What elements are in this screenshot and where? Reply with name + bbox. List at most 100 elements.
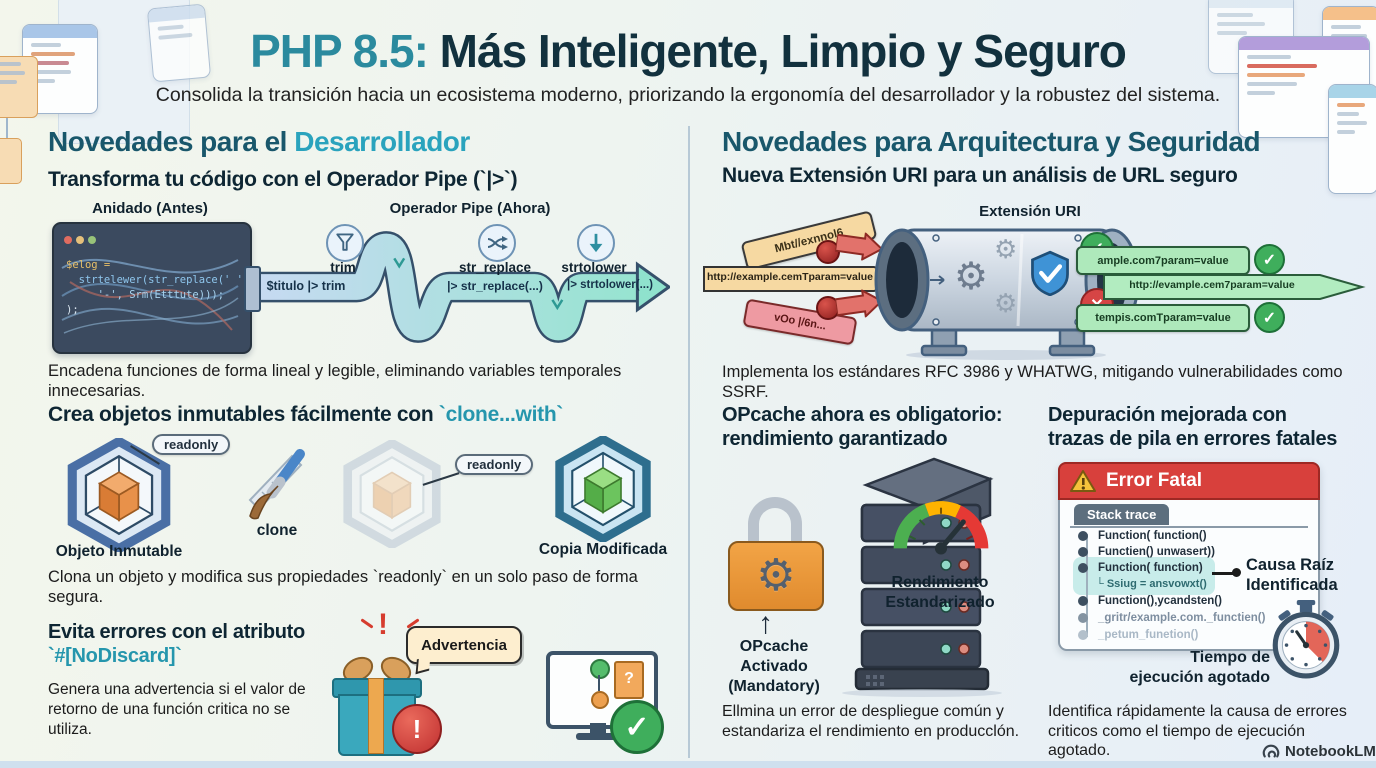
pipe-step-label: strtolower bbox=[561, 260, 627, 275]
deco-note-card bbox=[0, 56, 38, 118]
modified-copy-icon bbox=[555, 436, 651, 542]
lock-label-line: OPcache bbox=[739, 638, 809, 655]
gauge-label-line: Estandarizado bbox=[885, 594, 995, 611]
opcache-title-line1: OPcache ahora es obligatorio: bbox=[722, 404, 1003, 426]
stack-item-text: Functien() unwasert)) bbox=[1098, 546, 1215, 558]
opcache-section-title: OPcache ahora es obligatorio: rendimient… bbox=[722, 403, 1032, 451]
nested-code-text: $elog = strtelewer(str_replace(' ', '-',… bbox=[66, 258, 249, 318]
left-column-heading: Novedades para el Desarrollador bbox=[48, 126, 470, 158]
lock-label-line: (Mandatory) bbox=[728, 678, 820, 695]
root-cause-line: Identificada bbox=[1246, 575, 1338, 594]
nodiscard-title-text: Evita errores con el atributo bbox=[48, 621, 305, 643]
root-cause-dot bbox=[1232, 568, 1241, 577]
stack-row: _gritr/example.com._functien() bbox=[1078, 612, 1265, 624]
error-fatal-panel: Error Fatal Stack trace Function( functi… bbox=[1058, 462, 1320, 651]
success-check-badge: ✓ bbox=[610, 700, 664, 754]
gauge-label-line: Rendimiento bbox=[891, 574, 989, 591]
lock-label-line: Activado bbox=[740, 658, 808, 675]
padlock-shackle bbox=[748, 497, 802, 547]
debug-caption: Identifica rápidamente la causa de error… bbox=[1048, 703, 1347, 760]
bottom-strip bbox=[0, 761, 1376, 768]
pipe-segment-text: |> str_replace(...) bbox=[447, 279, 543, 293]
nodiscard-body: Genera una advertencia si el valor de re… bbox=[48, 681, 306, 739]
stack-item-text: _gritr/example.com._functien() bbox=[1098, 612, 1266, 624]
warning-bubble-label: Advertencia bbox=[421, 636, 507, 654]
uri-output-chip: ample.com7param=value bbox=[1076, 246, 1250, 275]
page-title-accent: PHP 8.5: bbox=[250, 25, 429, 77]
stopwatch-icon bbox=[1272, 600, 1340, 679]
monitor-frame: ? bbox=[546, 651, 658, 729]
stack-item-sub: └ Ssiug = ansvowxt() bbox=[1096, 578, 1207, 590]
uri-caption: Implementa los estándares RFC 3986 y WHA… bbox=[722, 363, 1343, 402]
opcache-lock-label: OPcache Activado (Mandatory) bbox=[704, 637, 844, 697]
window-controls bbox=[64, 231, 100, 249]
opcache-title-line2: rendimiento garantizado bbox=[722, 428, 948, 450]
pipe-segment-text: |> strtolower(...) bbox=[567, 279, 653, 291]
page-title-rest: Más Inteligente, Limpio y Seguro bbox=[427, 25, 1127, 77]
gift-warning-illustration: ! ! Advertencia bbox=[320, 596, 540, 768]
uri-output-chip: tempis.comTparam=value bbox=[1076, 304, 1250, 332]
gear-icon: ⚙ bbox=[954, 256, 989, 298]
uri-section-title: Nueva Extensión URI para un análisis de … bbox=[722, 164, 1238, 187]
timeout-label: Tiempo de ejecución agotado bbox=[1078, 648, 1270, 688]
modified-copy-label: Copia Modificada bbox=[538, 541, 668, 558]
root-cause-callout: Causa Raíz Identificada bbox=[1246, 556, 1366, 596]
clone-brush-icon bbox=[248, 449, 305, 520]
check-circle-icon: ✓ bbox=[1254, 302, 1285, 333]
uri-pipeline-illustration: Mbt//exnnol6 http://example.cemTparam=va… bbox=[698, 210, 1376, 360]
original-object-label: Objeto Inmutable bbox=[55, 543, 183, 560]
label-pipe-after: Operador Pipe (Ahora) bbox=[389, 200, 551, 217]
shield-check-icon bbox=[1031, 250, 1069, 296]
label-nested-before: Anidado (Antes) bbox=[92, 200, 208, 217]
tab-underline bbox=[1070, 526, 1308, 528]
opcache-caption: Ellmina un error de despliegue común y e… bbox=[722, 703, 1020, 740]
ingress-arrow bbox=[834, 231, 884, 262]
stack-sub-row: └ Ssiug = ansvowxt() bbox=[1096, 578, 1207, 590]
monitor-base bbox=[576, 733, 620, 740]
brand-mark: NotebookLM bbox=[1262, 742, 1376, 760]
left-heading-accent: Desarrollador bbox=[294, 126, 470, 157]
page-subtitle: Consolida la transición hacia un ecosist… bbox=[155, 84, 1221, 106]
pipe-step-label: str_replace bbox=[458, 260, 532, 275]
stack-item-text: Function(),ycandsten() bbox=[1098, 595, 1222, 607]
stack-row: Function( function() bbox=[1078, 530, 1207, 542]
immutable-object-icon bbox=[67, 438, 171, 552]
performance-gauge-icon bbox=[893, 501, 989, 555]
uri-output-main-text: http://evample.cem7param=value bbox=[1129, 279, 1295, 291]
clone-label: clone bbox=[256, 522, 298, 539]
uri-output-text: ample.com7param=value bbox=[1097, 254, 1229, 267]
warning-badge: ! bbox=[392, 704, 442, 754]
flow-node-orange bbox=[591, 691, 609, 709]
notebooklm-icon bbox=[1262, 744, 1280, 758]
gift-ribbon bbox=[368, 678, 384, 754]
uri-input-main-text: http://example.cemTparam=value bbox=[706, 271, 874, 283]
flow-connector bbox=[598, 675, 600, 691]
decoration-top-right bbox=[1180, 0, 1376, 230]
code-line: strtelewer(str_replace(' ', bbox=[66, 274, 250, 286]
pipe-shape bbox=[250, 231, 670, 343]
pipe-section-title: Transforma tu código con el Operador Pip… bbox=[48, 168, 518, 191]
uri-pipe-label: Extensión URI bbox=[979, 203, 1081, 220]
flow-doc-card: ? bbox=[614, 661, 644, 699]
alert-spark bbox=[360, 618, 374, 629]
debug-title-line2: trazas de pila en errores fatales bbox=[1048, 428, 1338, 450]
stack-row-highlighted: Function( function) bbox=[1078, 562, 1203, 574]
uri-output-arrow-chip bbox=[1103, 274, 1366, 300]
error-panel-title: Error Fatal bbox=[1106, 470, 1203, 491]
stack-highlight bbox=[1073, 557, 1215, 595]
funnel-icon bbox=[326, 224, 364, 262]
nested-code-window: $elog = strtelewer(str_replace(' ', '-',… bbox=[52, 222, 252, 354]
clone-caption: Clona un objeto y modifica sus propiedad… bbox=[48, 568, 638, 607]
speech-bubble-tail bbox=[415, 655, 431, 675]
timeout-label-line: ejecución agotado bbox=[1129, 669, 1270, 686]
tangled-code-lines bbox=[61, 258, 239, 334]
debug-title-line1: Depuración mejorada con bbox=[1048, 404, 1287, 426]
brand-label: NotebookLM bbox=[1285, 742, 1376, 760]
monitor-stand bbox=[590, 723, 606, 733]
column-divider bbox=[688, 126, 690, 758]
clone-title-text: Crea objetos inmutables fácilmente con bbox=[48, 403, 439, 426]
stack-row: Functien() unwasert)) bbox=[1078, 546, 1215, 558]
stack-item-text: Function( function() bbox=[1098, 530, 1207, 542]
check-circle-icon: ✓ bbox=[1254, 244, 1285, 275]
